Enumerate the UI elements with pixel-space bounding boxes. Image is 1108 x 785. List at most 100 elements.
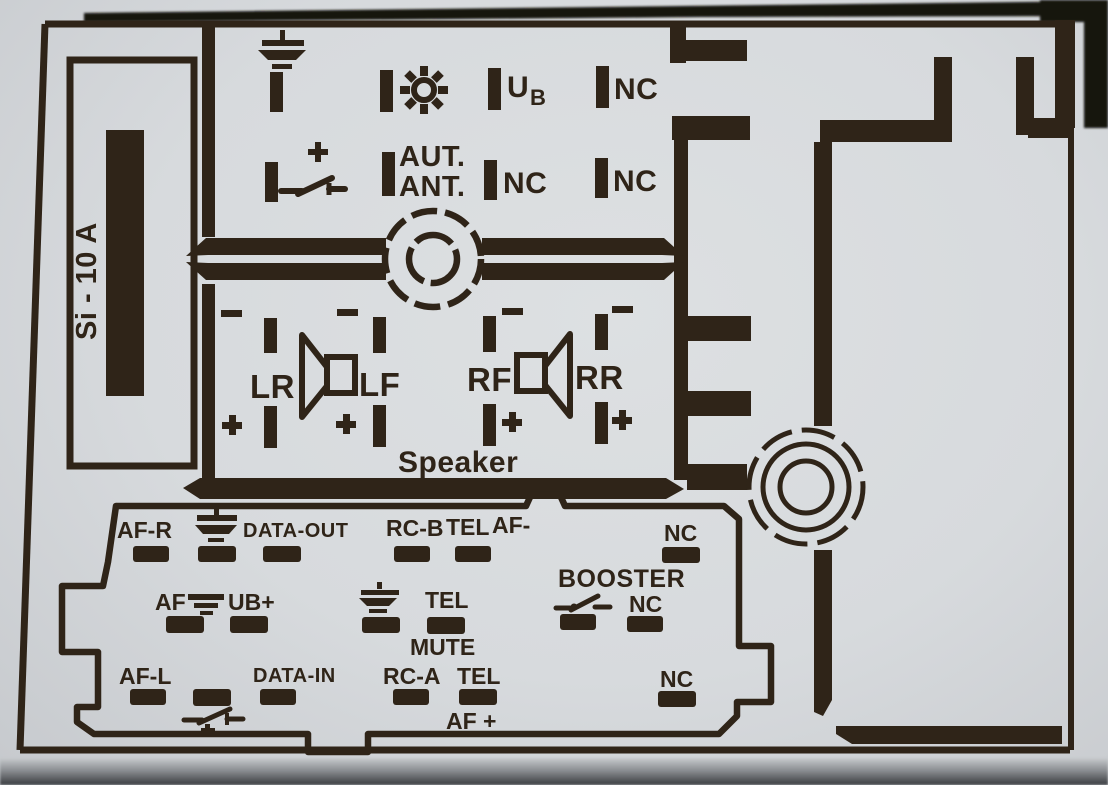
pin-bar xyxy=(265,162,278,202)
pin-pad xyxy=(662,547,700,563)
pin-bar xyxy=(483,404,496,446)
pin-pad xyxy=(459,689,497,705)
label-rc-a: RC-A xyxy=(383,663,441,689)
channel-lr-label: LR xyxy=(250,368,295,405)
booster-switch-icon xyxy=(553,593,613,613)
label-mute: MUTE xyxy=(410,634,475,660)
label-af: AF xyxy=(155,589,186,615)
label-tel: TEL xyxy=(446,514,489,540)
nc-label: NC xyxy=(613,165,657,198)
fuse-bar xyxy=(106,130,144,396)
pin-pad xyxy=(362,617,400,633)
power-row1: U B NC xyxy=(258,30,658,114)
label-nc: NC xyxy=(629,591,662,617)
plus-mark xyxy=(502,412,522,432)
nc-label: NC xyxy=(503,167,547,200)
channel-rr-label: RR xyxy=(575,359,624,396)
speaker-section: LR LF RF RR Speaker xyxy=(221,306,633,479)
pin-bar xyxy=(595,314,608,350)
switch-plus-icon xyxy=(181,706,246,737)
pin-bar xyxy=(264,406,277,448)
pin-bar xyxy=(382,152,395,196)
pin-bar xyxy=(595,158,608,198)
pin-bar xyxy=(595,402,608,444)
divider xyxy=(186,207,684,311)
pin-bar xyxy=(270,72,283,112)
plus-mark xyxy=(336,414,356,434)
label-rc-b: RC-B xyxy=(386,515,444,541)
label-af-l: AF-L xyxy=(119,663,171,689)
pin-pad xyxy=(133,546,169,562)
pin-pad xyxy=(658,691,696,707)
speaker-icon-right xyxy=(514,331,573,419)
pin-pad xyxy=(260,689,296,705)
ant-label: ANT. xyxy=(399,171,465,203)
label-af-plus: AF + xyxy=(446,708,496,734)
minus-mark xyxy=(337,309,358,316)
label-data-in: DATA-IN xyxy=(253,665,336,687)
pin-bar xyxy=(483,316,496,352)
fuse-box: Si - 10 A xyxy=(66,56,198,470)
label-booster: BOOSTER xyxy=(558,565,685,593)
af-ground-icon xyxy=(188,594,224,615)
pin-pad xyxy=(230,616,268,633)
ub-subscript: B xyxy=(530,85,546,110)
pin-bar xyxy=(380,70,393,112)
speaker-caption: Speaker xyxy=(398,446,518,479)
minus-mark xyxy=(221,310,242,317)
plus-mark xyxy=(222,415,242,435)
frame-corner-bar xyxy=(1055,20,1075,128)
label-af-minus: AF- xyxy=(492,512,530,538)
pin-pad xyxy=(393,689,429,705)
pin-pad xyxy=(263,546,301,562)
pin-pad xyxy=(394,546,430,562)
screw-hole-icon-right xyxy=(746,427,866,547)
pin-pad xyxy=(130,689,166,705)
screw-hole-icon xyxy=(381,207,485,311)
pin-pad xyxy=(455,546,491,562)
label-ub-plus: UB+ xyxy=(228,589,275,615)
pin-pad xyxy=(193,689,231,706)
pin-bar xyxy=(264,318,277,353)
label-af-r: AF-R xyxy=(117,517,172,543)
pin-bar xyxy=(596,66,609,108)
ignition-switch-icon xyxy=(278,142,348,197)
channel-lf-label: LF xyxy=(359,366,400,403)
channel-rf-label: RF xyxy=(467,361,512,398)
pin-pad xyxy=(166,616,204,633)
fuse-label: Si - 10 A xyxy=(71,222,103,340)
right-connector-outline xyxy=(746,57,1072,744)
minus-mark xyxy=(502,308,523,315)
bottom-right-bar xyxy=(836,726,1062,744)
label-tel: TEL xyxy=(457,663,500,689)
minus-mark xyxy=(612,306,633,313)
ground-icon xyxy=(195,507,237,542)
speaker-icon-left xyxy=(299,332,358,420)
ground-icon xyxy=(258,30,306,69)
main-connector-outline xyxy=(58,491,775,756)
label-data-out: DATA-OUT xyxy=(243,520,348,542)
nc-label: NC xyxy=(614,73,658,106)
label-tel: TEL xyxy=(425,587,468,613)
illumination-icon xyxy=(400,66,448,114)
pin-bar xyxy=(373,405,386,447)
label-nc: NC xyxy=(660,666,693,692)
pin-pad xyxy=(627,616,663,632)
aut-label: AUT. xyxy=(399,141,465,173)
ub-label: U xyxy=(507,71,529,104)
main-connector: AF-R DATA-OUT RC-B TEL AF- NC AF UB+ xyxy=(58,491,775,756)
plate-frame xyxy=(16,20,1075,754)
pin-bar xyxy=(484,160,497,200)
separator-bar xyxy=(183,478,684,499)
pin-pad xyxy=(560,614,596,630)
power-row2: AUT. ANT. NC NC xyxy=(265,141,657,203)
pin-pad xyxy=(198,546,236,562)
pin-bar xyxy=(488,68,501,110)
pin-bar xyxy=(373,317,386,353)
pin-pad xyxy=(427,617,465,634)
ground-icon xyxy=(359,582,399,613)
plus-mark xyxy=(612,410,632,430)
